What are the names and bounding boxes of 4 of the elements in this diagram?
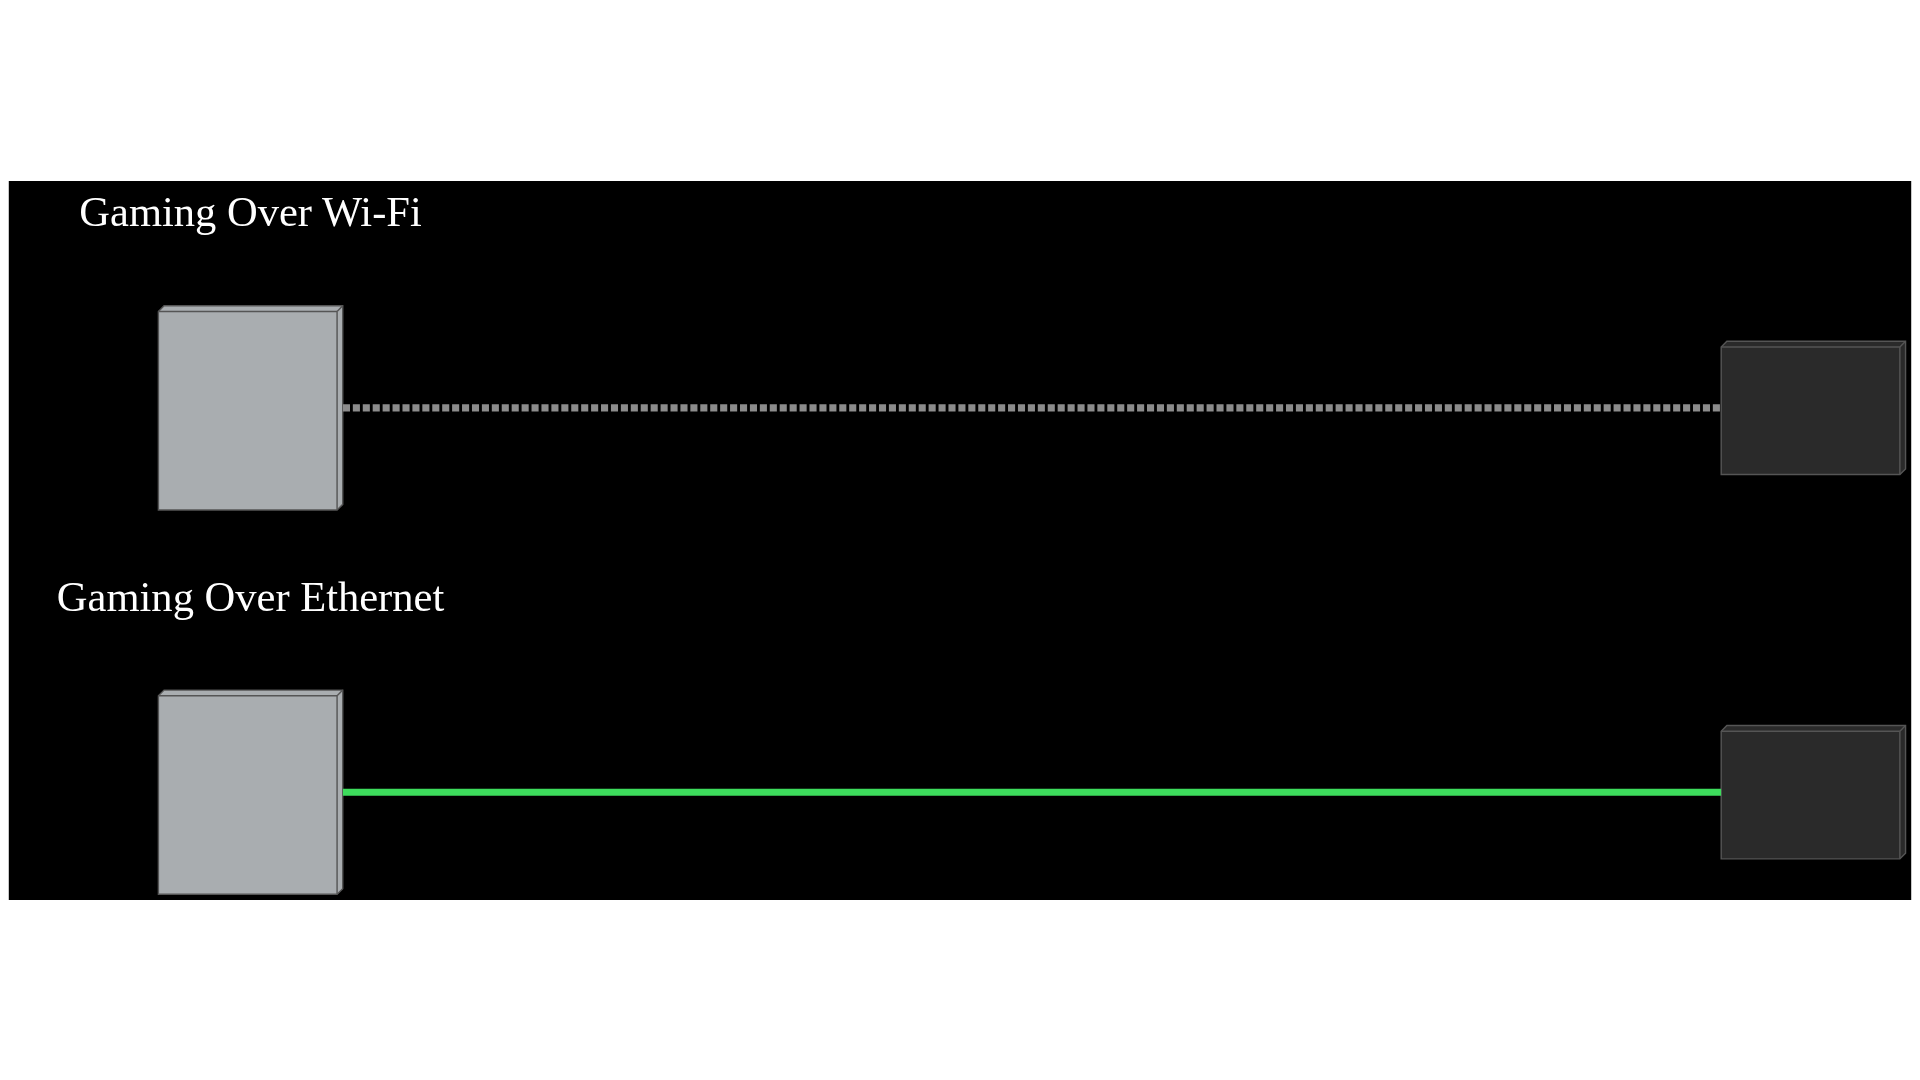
connector bbox=[342, 788, 1722, 796]
label: Gaming Over Wi-Fi bbox=[79, 187, 422, 235]
label: Gaming Over Ethernet bbox=[56, 572, 445, 620]
connector bbox=[342, 403, 1722, 411]
